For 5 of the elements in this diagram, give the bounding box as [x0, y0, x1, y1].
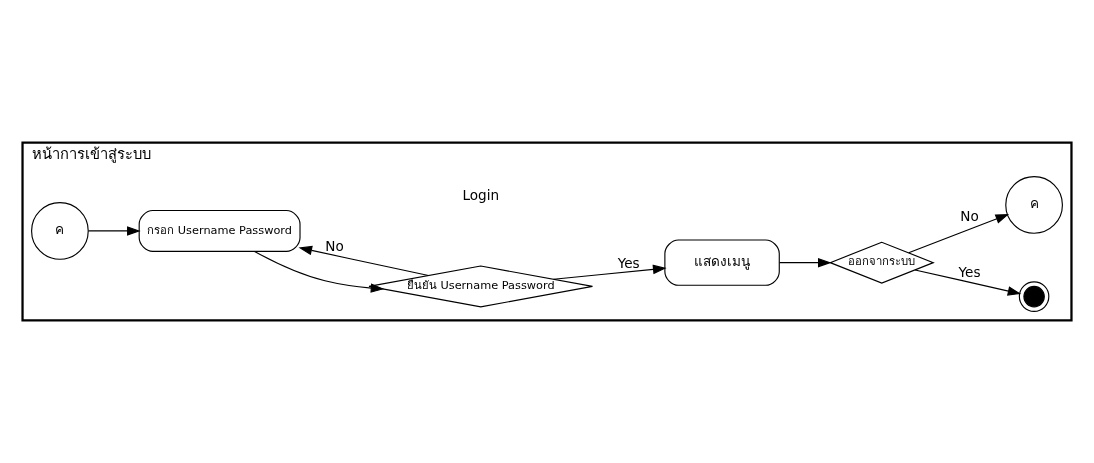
edge-label: Yes [617, 254, 640, 271]
edge-label: No [325, 237, 344, 254]
edge-label: Yes [958, 263, 981, 280]
label: Login [462, 187, 500, 204]
edge-label: No [960, 208, 979, 225]
